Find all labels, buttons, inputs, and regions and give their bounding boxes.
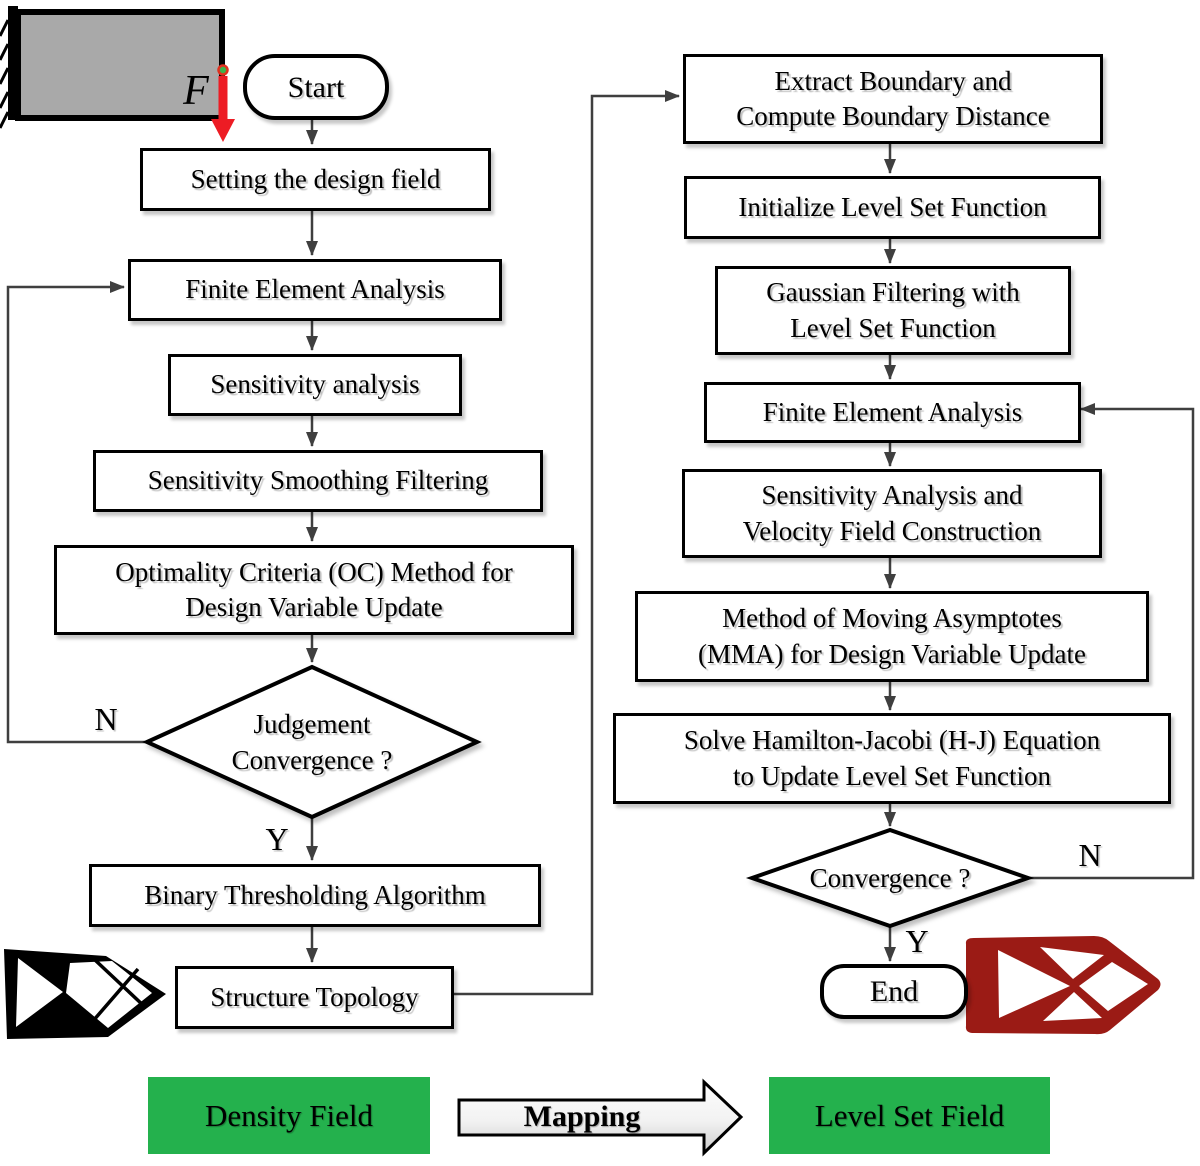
density-field-legend: Density Field	[148, 1077, 430, 1154]
right-decision-diamond	[745, 827, 1035, 929]
left-decision-text: Judgement Convergence ?	[231, 708, 393, 775]
step-finite-element-analysis-right: Finite Element Analysis	[704, 382, 1081, 443]
force-arrow-icon	[211, 64, 235, 142]
level-set-field-legend: Level Set Field	[769, 1077, 1050, 1154]
mapping-arrow-label: Mapping	[523, 1100, 641, 1133]
left-no-label: N	[94, 700, 118, 737]
start-terminator: Start	[243, 54, 389, 120]
topology-result-black-icon	[4, 949, 166, 1039]
step-binary-thresholding: Binary Thresholding Algorithm	[89, 864, 541, 927]
right-decision-text: Convergence ?	[809, 862, 971, 893]
step-mma-method: Method of Moving Asymptotes (MMA) for De…	[635, 591, 1149, 682]
right-no-feedback-line	[1028, 403, 1195, 880]
step-setting-design-field: Setting the design field	[140, 148, 491, 211]
step-gaussian-filtering: Gaussian Filtering with Level Set Functi…	[715, 266, 1071, 355]
step-initialize-level-set: Initialize Level Set Function	[684, 176, 1101, 239]
left-decision-diamond	[142, 664, 482, 820]
left-no-feedback-line	[6, 281, 147, 744]
step-sensitivity-analysis-left: Sensitivity analysis	[168, 354, 462, 416]
topology-result-red-icon	[965, 936, 1161, 1035]
force-label: F	[183, 68, 209, 114]
end-terminator: End	[820, 964, 968, 1019]
step-solve-hamilton-jacobi: Solve Hamilton-Jacobi (H-J) Equation to …	[613, 713, 1171, 804]
step-extract-boundary: Extract Boundary and Compute Boundary Di…	[683, 54, 1103, 144]
right-yes-label: Y	[905, 922, 929, 959]
column-link-line	[448, 90, 680, 996]
step-finite-element-analysis-left: Finite Element Analysis	[128, 259, 502, 321]
right-arrow-icon	[457, 1078, 744, 1157]
right-no-label: N	[1078, 836, 1102, 873]
step-sensitivity-velocity-field: Sensitivity Analysis and Velocity Field …	[682, 469, 1102, 558]
step-structure-topology: Structure Topology	[175, 966, 454, 1029]
connector-lines	[6, 90, 1195, 996]
cantilever-beam-icon	[0, 6, 235, 142]
left-yes-label: Y	[265, 820, 289, 857]
step-sensitivity-smoothing-filtering: Sensitivity Smoothing Filtering	[93, 450, 543, 512]
step-oc-method: Optimality Criteria (OC) Method for Desi…	[54, 545, 574, 635]
